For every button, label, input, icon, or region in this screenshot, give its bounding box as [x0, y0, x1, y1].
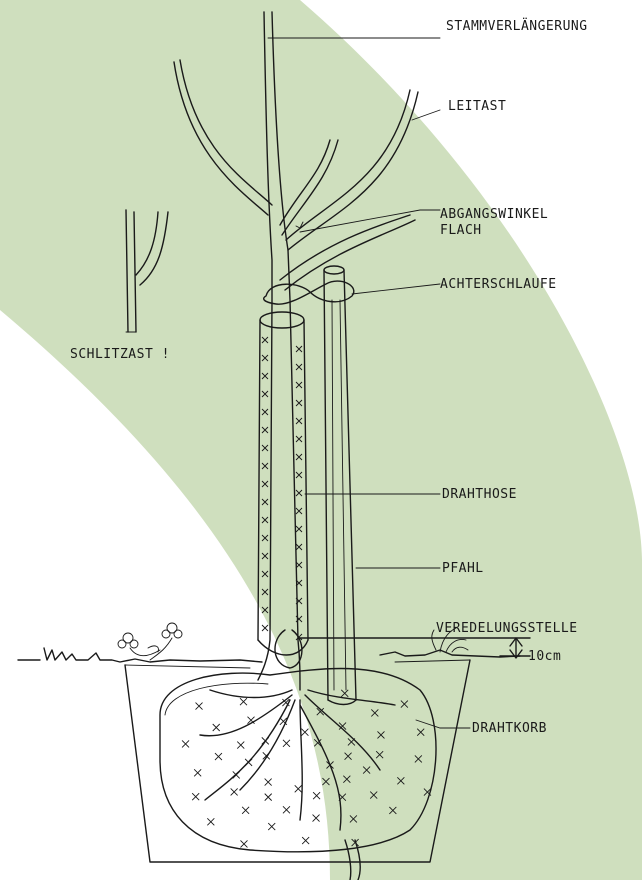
- label-leitast: LEITAST: [448, 99, 506, 114]
- label-stammverlaengerung: STAMMVERLÄNGERUNG: [446, 18, 588, 34]
- label-schlitzast: SCHLITZAST !: [70, 347, 170, 362]
- label-drahthose: DRAHTHOSE: [442, 487, 517, 502]
- label-abgangswinkel: ABGANGSWINKEL: [440, 207, 548, 222]
- flowers-icon: [118, 623, 182, 660]
- label-flach: FLACH: [440, 223, 482, 238]
- label-abstand: 10cm: [528, 649, 561, 664]
- label-veredelungsstelle: VEREDELUNGSSTELLE: [436, 621, 578, 636]
- label-achterschlaufe: ACHTERSCHLAUFE: [440, 277, 557, 292]
- label-drahtkorb: DRAHTKORB: [472, 721, 547, 736]
- label-pfahl: PFAHL: [442, 561, 484, 576]
